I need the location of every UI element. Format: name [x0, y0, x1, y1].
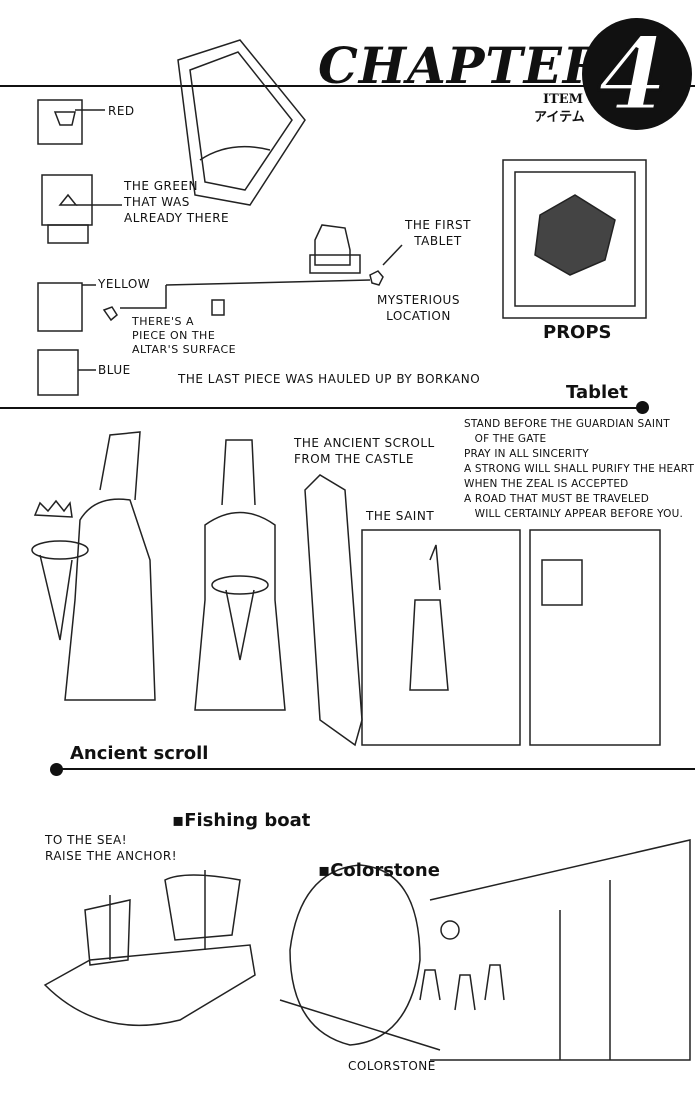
- bullet: ▪: [172, 810, 185, 831]
- heading-fishing-boat: ▪Fishing boat: [172, 810, 310, 831]
- heading-colorstone-text: Colorstone: [330, 860, 440, 881]
- tablet-large-sketch: [177, 39, 306, 206]
- scroll-rule: [55, 768, 695, 770]
- saint-statue-front-sketch: [194, 439, 286, 711]
- bullet: ▪: [318, 860, 331, 881]
- label-boat-note: TO THE SEA! RAISE THE ANCHOR!: [45, 833, 178, 863]
- ancient-scroll-sketch: [304, 474, 661, 747]
- chapter-number: 4: [597, 14, 670, 135]
- chapter-badge: [582, 18, 692, 130]
- label-red: RED: [108, 104, 135, 118]
- label-mysterious-location: MYSTERIOUS LOCATION: [377, 293, 460, 323]
- section-heading-tablet: Tablet: [566, 382, 628, 403]
- label-the-saint: THE SAINT: [366, 509, 435, 523]
- chapter-title: CHAPTER: [318, 36, 606, 95]
- label-first-tablet: THE FIRST TABLET: [405, 218, 471, 248]
- fishing-boat-sketch: [43, 870, 256, 1026]
- item-label-en: ITEM: [543, 92, 584, 107]
- header-rule: [0, 85, 695, 87]
- label-ancient-scroll-note: THE ANCIENT SCROLL FROM THE CASTLE: [294, 436, 435, 466]
- item-label-jp: アイテム: [534, 110, 585, 125]
- section-heading-ancient-scroll: Ancient scroll: [70, 743, 209, 764]
- saint-statue-side-sketch: [31, 431, 156, 701]
- first-tablet-sketch: [309, 224, 403, 286]
- heading-colorstone: ▪Colorstone: [318, 860, 440, 881]
- altar-red-sketch: [37, 99, 105, 145]
- altar-blue-sketch: [37, 349, 96, 396]
- altar-yellow-sketch: [37, 279, 371, 332]
- tablet-rule-dot: [636, 401, 649, 414]
- cave-gate-sketch: [419, 839, 691, 1061]
- props-frame-sketch: [502, 159, 647, 319]
- label-piece-note: THERE'S A PIECE ON THE ALTAR'S SURFACE: [132, 315, 237, 356]
- heading-fishing-boat-text: Fishing boat: [184, 810, 311, 831]
- label-blue: BLUE: [98, 363, 131, 377]
- label-colorstone-caption: COLORSTONE: [348, 1059, 436, 1073]
- label-last-piece: THE LAST PIECE WAS HAULED UP BY BORKANO: [178, 372, 481, 386]
- label-yellow: YELLOW: [98, 277, 151, 291]
- label-props: PROPS: [543, 322, 612, 343]
- scroll-poem: STAND BEFORE THE GUARDIAN SAINT OF THE G…: [464, 418, 695, 520]
- colorstone-sketch: [279, 864, 441, 1051]
- label-green: THE GREEN THAT WAS ALREADY THERE: [124, 179, 230, 225]
- tablet-rule: [0, 407, 640, 409]
- altar-green-sketch: [41, 174, 122, 244]
